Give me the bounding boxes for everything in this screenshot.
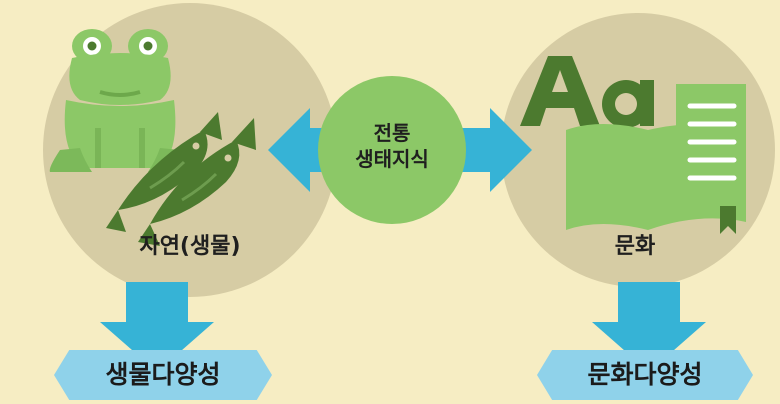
culture-label: 문화: [614, 234, 656, 259]
center-circle: [318, 76, 466, 224]
cultural-diversity-banner: 문화다양성: [537, 350, 753, 400]
center-label-line2: 생태지식: [355, 147, 429, 171]
center-label-line1: 전통: [373, 121, 411, 145]
down-arrow-right: [592, 282, 706, 372]
biodiversity-banner: 생물다양성: [54, 350, 272, 400]
frog-icon: [49, 29, 191, 172]
alphabet-aa-icon: [520, 56, 654, 128]
nature-label: 자연(생물): [139, 234, 241, 259]
down-arrow-left: [100, 282, 214, 372]
book-icon: [566, 84, 746, 234]
fish-icon: [106, 112, 256, 246]
center-label: 전통 생태지식: [318, 120, 466, 172]
right-arrow: [460, 108, 532, 192]
